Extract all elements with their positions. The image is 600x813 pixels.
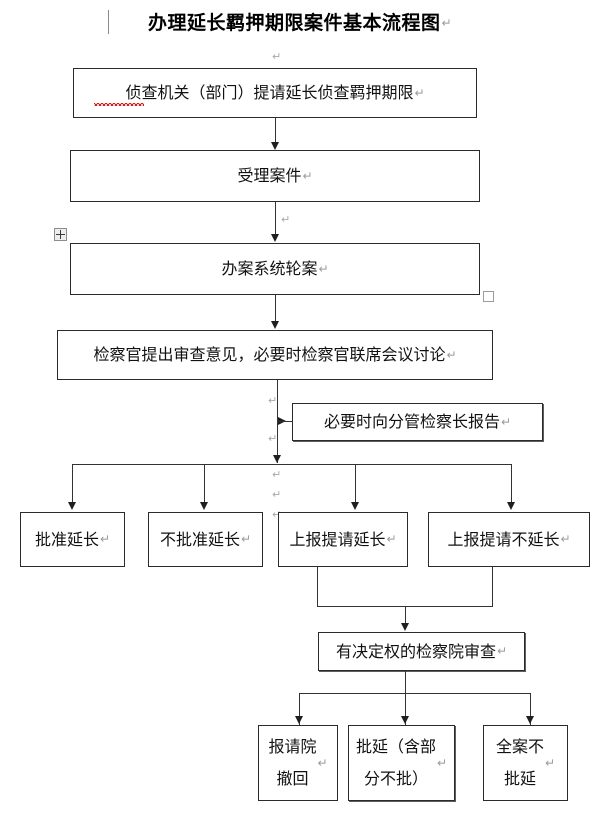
- flow-node-label: 必要时向分管检察长报告: [323, 412, 500, 432]
- connector-n4-n5: [277, 421, 293, 422]
- flow-node-case-system-assignment[interactable]: 办案系统轮案↵: [70, 243, 480, 295]
- flow-node-label: 侦查机关（部门）提请延长侦查羁押期限: [125, 83, 414, 103]
- flow-node-escalate-request-extension[interactable]: 上报提请延长↵: [278, 512, 408, 567]
- flow-node-request-withdrawal[interactable]: 报请院 撤回↵: [258, 725, 338, 801]
- paragraph-mark-icon: ↵: [414, 85, 425, 100]
- paragraph-mark-icon: ↵: [544, 755, 556, 770]
- flow-node-report-to-chief[interactable]: 必要时向分管检察长报告↵: [292, 403, 543, 441]
- table-resize-handle[interactable]: [483, 291, 494, 302]
- page-title-text: 办理延长羁押期限案件基本流程图: [147, 12, 441, 34]
- table-move-handle[interactable]: [54, 228, 67, 241]
- connector-branch-2: [204, 464, 205, 504]
- spellcheck-underline: [94, 103, 144, 106]
- flow-node-label: 受理案件: [237, 166, 302, 186]
- paragraph-mark-icon: ↵: [386, 532, 397, 547]
- flow-node-deny-extension[interactable]: 不批准延长↵: [148, 512, 263, 567]
- arrow-down-icon: [68, 502, 76, 510]
- arrow-down-icon: [401, 623, 409, 631]
- arrow-down-icon: [271, 234, 279, 242]
- flow-node-label: 全案不 批延: [495, 737, 544, 788]
- connector-final-branch-3: [530, 693, 531, 725]
- text-cursor: [108, 10, 109, 34]
- flow-node-deny-whole-case[interactable]: 全案不 批延↵: [483, 725, 568, 801]
- flow-node-label: 有决定权的检察院审查: [335, 641, 496, 661]
- page-title: 办理延长羁押期限案件基本流程图↵: [0, 8, 600, 35]
- connector-n10-trunk: [405, 671, 406, 725]
- arrow-down-icon: [271, 142, 279, 150]
- connector-branch-4: [511, 464, 512, 504]
- flow-node-label: 检察官提出审查意见，必要时检察官联席会议讨论: [93, 345, 446, 365]
- paragraph-mark-icon: ↵: [272, 468, 282, 481]
- arrow-down-icon: [351, 502, 359, 510]
- arrow-down-icon: [273, 455, 281, 463]
- flow-node-request-extension[interactable]: 侦查机关（部门）提请延长侦查羁押期限↵: [73, 68, 477, 118]
- connector-branch-3: [355, 464, 356, 504]
- connector-n1-n2: [275, 118, 276, 144]
- arrow-down-icon: [200, 502, 208, 510]
- flow-node-label: 批准延长: [34, 529, 99, 549]
- flow-node-label: 报请院 撤回: [268, 737, 317, 788]
- flow-node-escalate-request-no-extension[interactable]: 上报提请不延长↵: [428, 512, 590, 567]
- paragraph-mark-icon: ↵: [268, 394, 278, 407]
- arrow-down-icon: [507, 502, 515, 510]
- connector-n8-merge: [317, 567, 318, 607]
- paragraph-mark-icon: ↵: [272, 50, 282, 63]
- connector-merge-n10: [405, 606, 406, 626]
- paragraph-mark-icon: ↵: [318, 261, 329, 276]
- flow-node-label: 上报提请不延长: [447, 529, 560, 549]
- connector-n3-n4: [275, 295, 276, 323]
- flow-node-accept-case[interactable]: 受理案件↵: [70, 150, 480, 202]
- flow-node-approve-partial[interactable]: 批延（含部 分不批）↵: [348, 725, 455, 801]
- connector-final-split-bar: [299, 693, 531, 694]
- paragraph-mark-icon: ↵: [268, 432, 278, 445]
- paragraph-mark-icon: ↵: [99, 532, 111, 547]
- paragraph-mark-icon: ↵: [441, 16, 453, 30]
- arrow-down-icon: [271, 321, 279, 329]
- paragraph-mark-icon: ↵: [560, 532, 571, 547]
- flow-node-approve-extension[interactable]: 批准延长↵: [20, 512, 125, 567]
- flow-node-competent-procuratorate-review[interactable]: 有决定权的检察院审查↵: [318, 632, 525, 671]
- paragraph-mark-icon: ↵: [496, 644, 508, 659]
- paragraph-mark-icon: ↵: [436, 755, 448, 770]
- paragraph-mark-icon: ↵: [317, 755, 328, 770]
- connector-final-branch-1: [299, 693, 300, 725]
- paragraph-mark-icon: ↵: [281, 213, 291, 226]
- paragraph-mark-icon: ↵: [500, 414, 512, 429]
- connector-n9-merge: [492, 567, 493, 607]
- arrow-down-icon: [526, 716, 534, 724]
- flow-node-prosecutor-opinion[interactable]: 检察官提出审查意见，必要时检察官联席会议讨论↵: [57, 330, 493, 380]
- flow-node-label: 不批准延长: [159, 529, 240, 549]
- connector-branch-1: [72, 464, 73, 504]
- flow-node-label: 批延（含部 分不批）: [355, 737, 436, 788]
- paragraph-mark-icon: ↵: [272, 488, 282, 501]
- paragraph-mark-icon: ↵: [240, 532, 252, 547]
- flow-node-label: 办案系统轮案: [221, 259, 318, 279]
- flow-node-label: 上报提请延长: [289, 529, 386, 549]
- paragraph-mark-icon: ↵: [302, 168, 313, 183]
- paragraph-mark-icon: ↵: [272, 508, 282, 521]
- arrow-down-icon: [295, 716, 303, 724]
- arrow-down-icon: [401, 716, 409, 724]
- connector-split-bar: [72, 464, 512, 465]
- connector-n2-n3: [275, 202, 276, 238]
- paragraph-mark-icon: ↵: [446, 347, 457, 362]
